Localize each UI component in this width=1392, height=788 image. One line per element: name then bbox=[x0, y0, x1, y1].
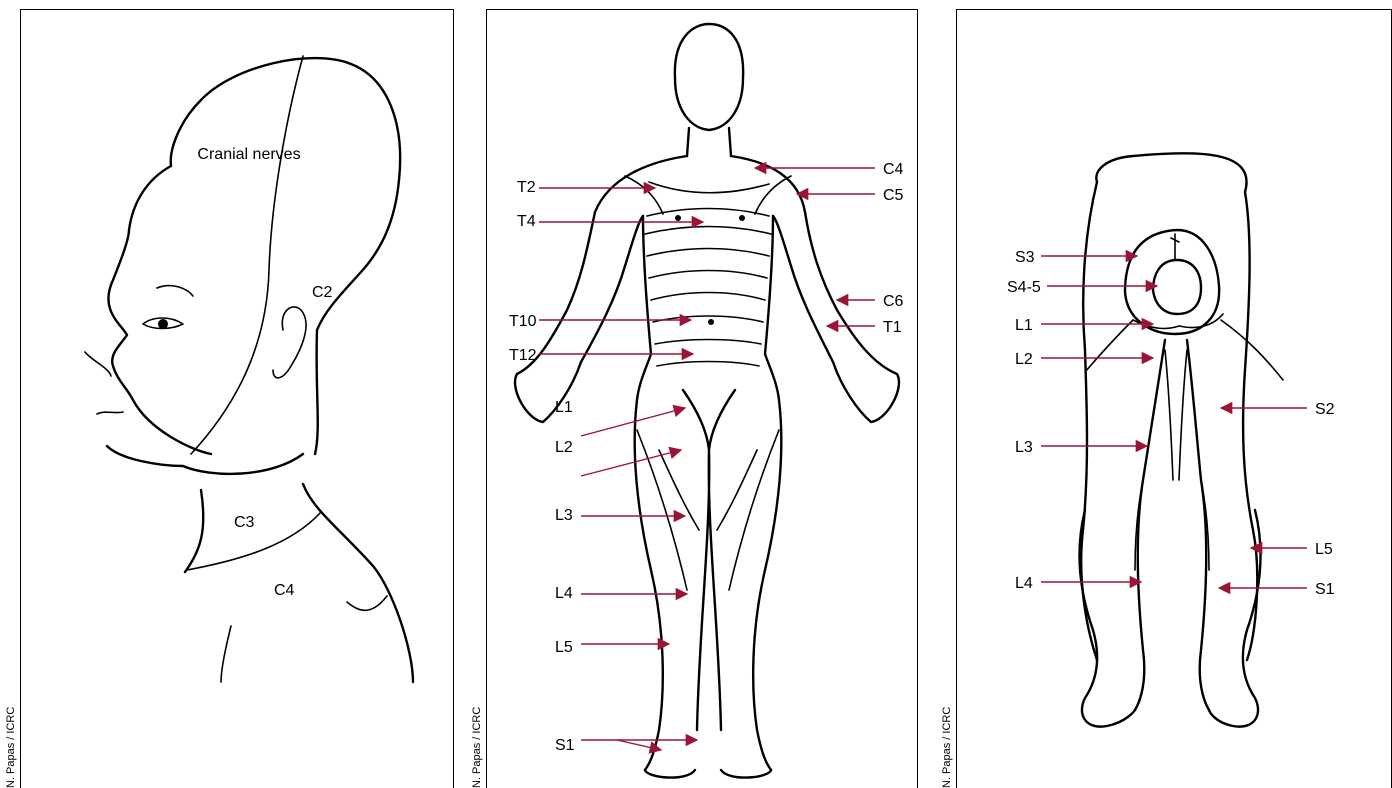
l1-label: L1 bbox=[1015, 317, 1033, 334]
c2-label: C2 bbox=[312, 284, 333, 301]
ribs bbox=[645, 209, 771, 367]
t12-label: T12 bbox=[509, 347, 537, 364]
s2-boundary bbox=[1221, 320, 1283, 380]
right-nipple bbox=[739, 215, 745, 221]
front-head bbox=[675, 24, 743, 130]
ear bbox=[273, 307, 306, 378]
s1-label: S1 bbox=[555, 737, 575, 754]
back-dermatome-panel: S3 S4-5 L1 L2 L3 L4 S2 L5 S1 N. Papas / … bbox=[956, 9, 1392, 788]
right-leg-outer bbox=[753, 400, 781, 770]
neck-front-line bbox=[185, 490, 203, 572]
back-body-drawing: S3 S4-5 L1 L2 L3 L4 S2 L5 S1 bbox=[957, 10, 1391, 788]
shoulder-line bbox=[347, 596, 387, 610]
t4-label: T4 bbox=[517, 213, 536, 230]
l5-label: L5 bbox=[1315, 541, 1333, 558]
eyebrow bbox=[157, 286, 193, 296]
right-arm-outer bbox=[731, 156, 899, 422]
l4-label: L4 bbox=[555, 585, 573, 602]
c5-label: C5 bbox=[883, 187, 904, 204]
l1-label: L1 bbox=[555, 399, 573, 416]
photo-credit: N. Papas / ICRC bbox=[471, 707, 483, 788]
cleft bbox=[1171, 234, 1179, 260]
torso-right bbox=[765, 216, 779, 400]
jaw-line bbox=[107, 446, 303, 474]
c2-boundary bbox=[191, 56, 303, 454]
head-profile-drawing: Cranial nerves C2 C3 C4 bbox=[21, 10, 453, 788]
s3-label: S3 bbox=[1015, 249, 1035, 266]
pupil bbox=[158, 319, 168, 329]
c3-label: C3 bbox=[234, 514, 255, 531]
l5-label: L5 bbox=[555, 639, 573, 656]
torso-left bbox=[637, 216, 651, 400]
front-neck bbox=[687, 128, 731, 156]
front-arrows bbox=[539, 168, 875, 750]
perianal-ring bbox=[1153, 260, 1201, 314]
cranial-nerves-label: Cranial nerves bbox=[197, 146, 300, 163]
photo-credit: N. Papas / ICRC bbox=[5, 707, 17, 788]
front-dermatome-panel: T2 T4 T10 T12 L1 L2 L3 L4 L5 S1 C4 C5 C6… bbox=[486, 9, 918, 788]
right-arm-inner bbox=[773, 216, 833, 362]
l4-label: L4 bbox=[1015, 575, 1033, 592]
right-calf bbox=[1209, 510, 1261, 727]
left-nipple bbox=[675, 215, 681, 221]
back-left-side bbox=[1081, 182, 1097, 660]
l2-label: L2 bbox=[555, 439, 573, 456]
nose bbox=[85, 352, 111, 376]
l3-label: L3 bbox=[1015, 439, 1033, 456]
l1-boundary bbox=[1085, 320, 1133, 372]
s1-label: S1 bbox=[1315, 581, 1335, 598]
c4-band bbox=[649, 182, 769, 193]
left-calf bbox=[1079, 510, 1135, 727]
c4-label: C4 bbox=[274, 582, 295, 599]
left-arm-outer bbox=[515, 156, 687, 422]
s4-5-label: S4-5 bbox=[1007, 279, 1041, 296]
s2-label: S2 bbox=[1315, 401, 1335, 418]
mouth bbox=[97, 412, 123, 414]
front-body-drawing: T2 T4 T10 T12 L1 L2 L3 L4 L5 S1 C4 C5 C6… bbox=[487, 10, 917, 788]
navel bbox=[708, 319, 714, 325]
l2-label: L2 bbox=[1015, 351, 1033, 368]
l3-label: L3 bbox=[555, 507, 573, 524]
chest-line bbox=[221, 626, 231, 682]
c6-label: C6 bbox=[883, 293, 904, 310]
leg-inner bbox=[683, 390, 735, 730]
t1-label: T1 bbox=[883, 319, 902, 336]
c4-label: C4 bbox=[883, 161, 904, 178]
sacral-ring bbox=[1125, 230, 1219, 334]
photo-credit: N. Papas / ICRC bbox=[941, 707, 953, 788]
head-dermatome-panel: Cranial nerves C2 C3 C4 N. Papas / ICRC bbox=[20, 9, 454, 788]
t2-label: T2 bbox=[517, 179, 536, 196]
head-outline bbox=[108, 58, 400, 454]
t10-label: T10 bbox=[509, 313, 537, 330]
legs-inner bbox=[1135, 340, 1209, 710]
feet bbox=[645, 770, 771, 778]
